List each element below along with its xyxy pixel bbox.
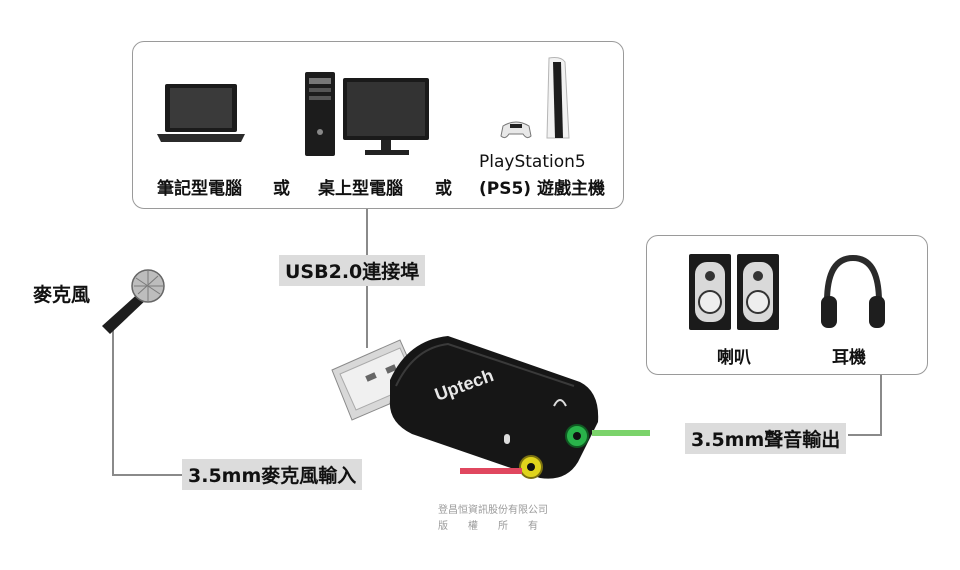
output-connector-line-vertical bbox=[880, 373, 882, 435]
usb-port-label: USB2.0連接埠 bbox=[279, 255, 426, 286]
headphone-icon bbox=[821, 254, 885, 328]
audio-output-label: 3.5mm聲音輸出 bbox=[685, 423, 847, 454]
laptop-icon bbox=[157, 84, 245, 142]
watermark-line-2: 版 權 所 有 bbox=[438, 521, 538, 532]
or-separator-2: 或 bbox=[435, 179, 452, 199]
laptop-label: 筆記型電腦 bbox=[157, 179, 242, 199]
ps5-console-icon bbox=[546, 57, 570, 139]
output-connector-line-horizontal bbox=[848, 434, 882, 436]
output-devices-panel: 喇叭 耳機 bbox=[646, 235, 928, 375]
mic-connector-line-vertical bbox=[112, 330, 114, 475]
usb-sound-adapter bbox=[331, 336, 650, 479]
ps5-controller-icon bbox=[500, 121, 532, 139]
speaker-icon bbox=[689, 254, 779, 330]
ps5-label-line2: (PS5) 遊戲主機 bbox=[479, 179, 605, 199]
watermark-line-1: 登昌恒資訊股份有限公司 bbox=[438, 505, 548, 516]
or-separator-1: 或 bbox=[273, 179, 290, 199]
mic-connector-line-horizontal bbox=[112, 474, 182, 476]
ps5-label-line1: PlayStation5 bbox=[479, 152, 586, 172]
desktop-pc-icon bbox=[305, 72, 429, 156]
mic-input-label: 3.5mm麥克風輸入 bbox=[182, 459, 363, 490]
headphone-label: 耳機 bbox=[832, 348, 866, 368]
speaker-label: 喇叭 bbox=[717, 348, 751, 368]
microphone-icon bbox=[102, 269, 165, 334]
source-devices-panel: 筆記型電腦 或 桌上型電腦 或 PlayStation5 (PS5) 遊戲主機 bbox=[132, 41, 624, 209]
desktop-label: 桌上型電腦 bbox=[318, 179, 403, 199]
microphone-label: 麥克風 bbox=[33, 284, 91, 306]
